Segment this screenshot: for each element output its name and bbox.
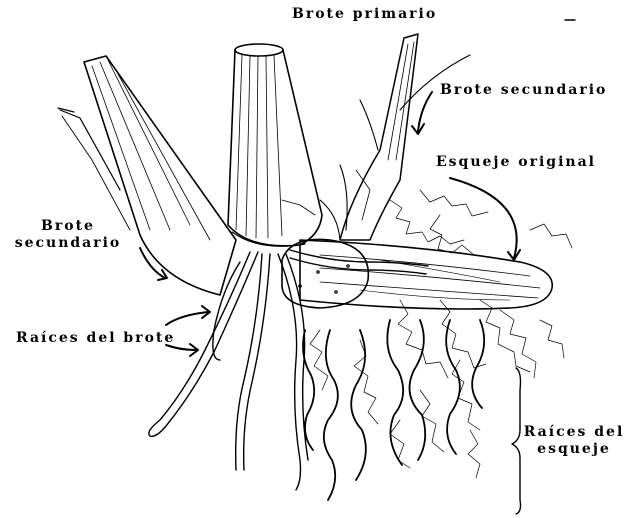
label-secondary-shoot-right: Brote secundario [440, 82, 607, 99]
label-primary-shoot: Brote primario [292, 6, 437, 23]
label-secondary-shoot-left-line1: Brote [8, 218, 128, 235]
right-secondary-shoot [320, 34, 470, 240]
shoot-roots [149, 250, 428, 490]
arrow-secondary-left [140, 248, 165, 278]
node-bud [282, 239, 368, 308]
label-shoot-roots: Raíces del brote [16, 330, 175, 347]
label-secondary-shoot-left-line2: secundario [8, 235, 128, 252]
cutting-roots-thick [303, 320, 484, 500]
primary-shoot [228, 44, 322, 246]
label-original-cutting: Esqueje original [436, 154, 596, 171]
label-cutting-roots: Raíces del esqueje [522, 424, 626, 458]
arrow-original-cutting [450, 178, 517, 258]
brace-cutting-roots [512, 368, 521, 514]
label-cutting-roots-line1: Raíces del [522, 424, 626, 441]
arrow-secondary-right [418, 92, 432, 132]
label-secondary-shoot-left: Brote secundario [8, 218, 128, 252]
label-cutting-roots-line2: esqueje [522, 441, 626, 458]
